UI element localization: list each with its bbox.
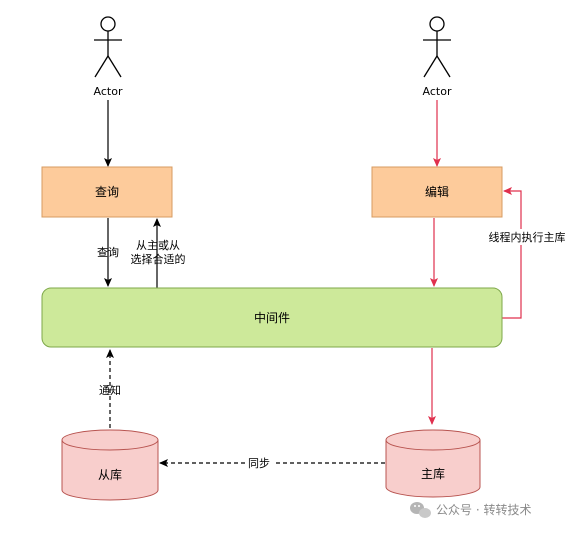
edge-label-select-line2: 选择合适的 [131, 252, 186, 266]
query-box-label: 查询 [95, 185, 119, 199]
actor-left-label: Actor [94, 85, 123, 98]
edge-label-bg [245, 455, 273, 471]
master-db-cylinder [385, 429, 481, 498]
middleware-box [41, 287, 503, 348]
middleware-box-label: 中间件 [254, 310, 290, 325]
actor-right-icon [423, 16, 451, 78]
actor-right-label: Actor [423, 85, 452, 98]
slave-db-cylinder [61, 429, 159, 501]
wechat-icon [410, 502, 431, 518]
query-box [41, 166, 173, 218]
master-db-label: 主库 [421, 466, 445, 481]
edge-label-sync: 同步 [248, 457, 270, 470]
edge-label-notify: 通知 [99, 383, 121, 397]
slave-db-label: 从库 [98, 467, 122, 482]
watermark-text: 公众号 · 转转技术 [436, 502, 531, 517]
edge-label-bg [486, 229, 570, 245]
edit-box-label: 编辑 [425, 184, 449, 199]
actor-left-icon [94, 16, 122, 78]
edge-middleware-to-edit [502, 187, 522, 319]
edge-label-thread-master: 线程内执行主库 [489, 230, 566, 244]
edit-box [371, 166, 503, 218]
edge-label-select-line1: 从主或从 [136, 239, 180, 252]
edge-label-query: 查询 [97, 245, 119, 259]
